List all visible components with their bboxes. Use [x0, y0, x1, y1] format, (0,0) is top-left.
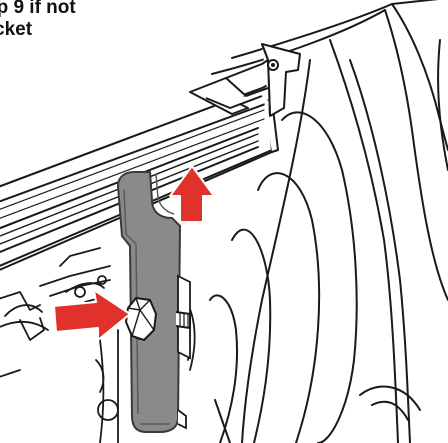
arrow-right-icon — [53, 289, 131, 341]
hood-shell — [209, 0, 448, 443]
caption-line-2: cket — [0, 19, 33, 40]
instruction-caption: ep 9 if not cket — [0, 0, 76, 41]
caption-line-1: ep 9 if not — [0, 0, 76, 18]
clamp-bracket — [189, 43, 301, 117]
arrow-up-icon — [169, 165, 215, 223]
bolt — [125, 297, 191, 341]
